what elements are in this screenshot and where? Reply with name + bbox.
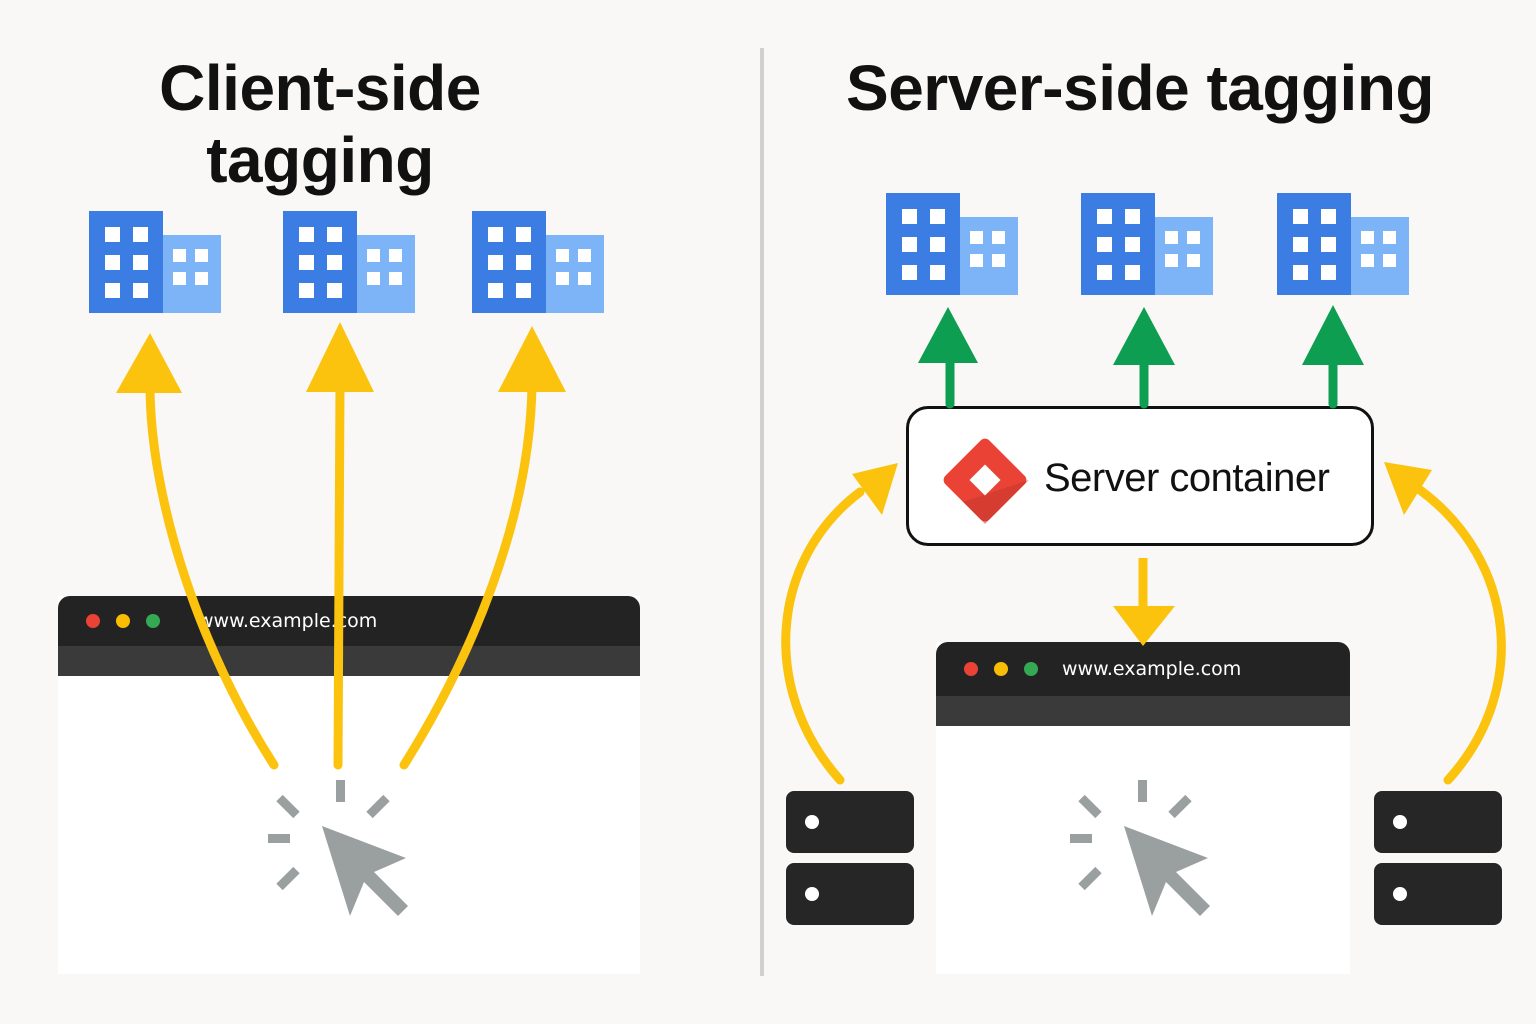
server-side-title: Server-side tagging: [846, 52, 1435, 124]
client-arrows: [145, 380, 537, 770]
right-server-arrowhead: [1384, 462, 1432, 515]
browser-title-bar: www.example.com: [58, 596, 640, 646]
server-arrowheads: [918, 305, 1364, 365]
maximize-dot-icon[interactable]: [146, 614, 160, 628]
browser-title-bar: www.example.com: [936, 642, 1350, 696]
server-stack-icon: [1374, 791, 1502, 925]
server-stack-icon: [786, 791, 914, 925]
vendor-building-icon: [1277, 193, 1409, 295]
click-cursor-icon: [268, 780, 408, 916]
browser-toolbar: [58, 646, 640, 676]
panel-divider: [760, 48, 764, 976]
click-cursor-icon: [1070, 780, 1210, 916]
close-dot-icon[interactable]: [964, 662, 978, 676]
browser-url[interactable]: www.example.com: [198, 610, 378, 632]
server-browser-window: www.example.com: [936, 642, 1350, 974]
minimize-dot-icon[interactable]: [994, 662, 1008, 676]
client-side-title: Client-side tagging: [159, 52, 481, 196]
container-to-browser-arrowhead: [1113, 606, 1175, 646]
server-container-label: Server container: [1044, 456, 1330, 500]
vendor-building-icon: [472, 211, 604, 313]
close-dot-icon[interactable]: [86, 614, 100, 628]
browser-toolbar: [936, 696, 1350, 726]
left-server-arrowhead: [852, 463, 898, 515]
right-server-arrow: [1415, 485, 1506, 785]
vendor-building-icon: [283, 211, 415, 313]
browser-url[interactable]: www.example.com: [1062, 658, 1242, 680]
maximize-dot-icon[interactable]: [1024, 662, 1038, 676]
minimize-dot-icon[interactable]: [116, 614, 130, 628]
vendor-building-icon: [886, 193, 1018, 295]
left-server-arrow: [781, 487, 865, 785]
vendor-building-icon: [89, 211, 221, 313]
gtm-diamond-icon: [941, 438, 1029, 524]
client-arrowheads: [116, 322, 566, 393]
vendor-building-icon: [1081, 193, 1213, 295]
